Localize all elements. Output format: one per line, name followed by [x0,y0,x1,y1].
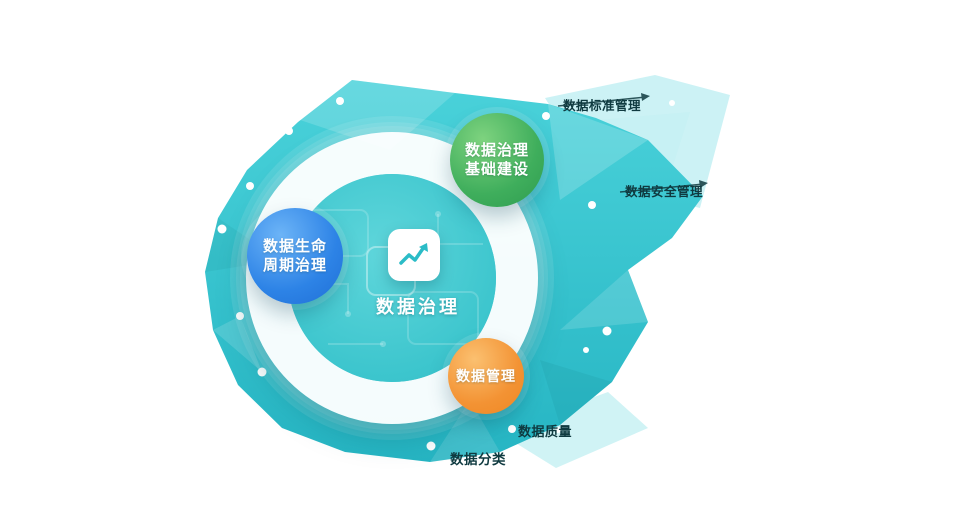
node-blue-line2: 周期治理 [262,257,327,274]
trend-chart-icon [388,229,440,281]
decor-lines [557,93,708,193]
node-green-line2: 基础建设 [464,161,529,178]
node-orange-line1: 数据管理 [456,367,516,384]
tag-data-security: 数据安全管理 [625,185,704,199]
decor-dots [217,97,675,451]
tag-data-standards: 数据标准管理 [563,99,642,113]
node-data-lifecycle: 数据生命 周期治理 [247,208,343,304]
node-data-management: 数据管理 [448,338,524,414]
tag-data-classification: 数据分类 [450,452,506,467]
node-blue-line1: 数据生命 [262,237,327,255]
tag-data-quality: 数据质量 [518,424,573,439]
center-title: 数据治理 [376,297,460,317]
node-green-line1: 数据治理 [464,141,529,159]
node-governance-infrastructure: 数据治理 基础建设 [450,113,544,207]
